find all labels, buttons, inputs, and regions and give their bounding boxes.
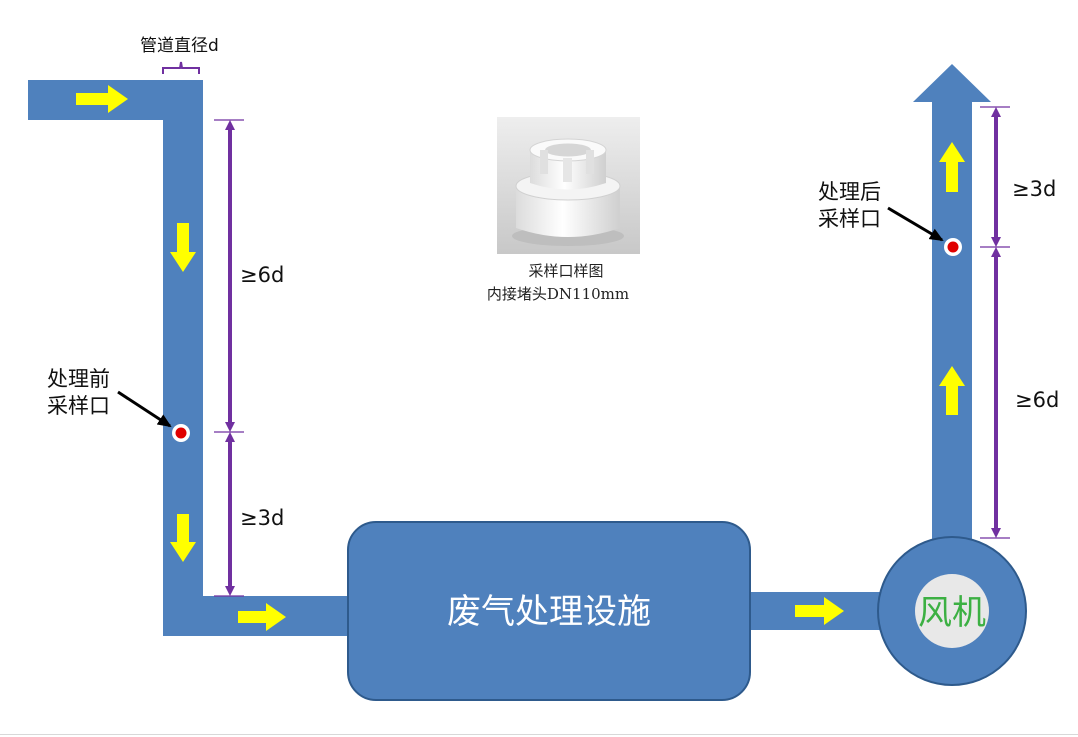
flow-arrow-up: [939, 142, 965, 192]
flow-arrow-down: [170, 223, 196, 272]
before-sampling-pointer: [117, 390, 172, 428]
dimension-left-upper-label: ≥6d: [240, 263, 284, 287]
before-sampling-label-line2: 采样口: [47, 394, 110, 418]
outlet-arrow-head: [913, 64, 991, 102]
dimension-right-upper-label: ≥3d: [1012, 177, 1056, 201]
dimension-right-lower-label: ≥6d: [1015, 388, 1059, 412]
outlet-pipe: [913, 64, 991, 545]
inlet-pipe: [28, 80, 349, 636]
fan-hub: [915, 574, 989, 648]
bottom-rule: [0, 734, 1078, 735]
flow-arrow-up: [939, 366, 965, 415]
after-sampling-dot: [947, 241, 959, 253]
sample-plug-photo: [497, 117, 640, 254]
after-sampling-label-line1: 处理后: [818, 180, 881, 204]
flow-arrow-down: [170, 514, 196, 562]
flow-arrow-right: [76, 85, 128, 113]
flow-arrows: [76, 85, 965, 631]
flow-arrow-right: [795, 597, 844, 625]
dimension-left-lower-label: ≥3d: [240, 506, 284, 530]
after-sampling-label-line2: 采样口: [818, 207, 881, 231]
sample-caption-line1: 采样口样图: [528, 262, 603, 280]
after-sampling-pointer: [887, 206, 944, 242]
flow-arrow-right: [238, 603, 286, 631]
fan-label: 风机: [918, 593, 986, 633]
pipe-diameter-bracket: [162, 61, 200, 74]
treatment-facility-label: 废气处理设施: [447, 592, 651, 632]
sample-caption-line2: 内接堵头DN110mm: [487, 285, 629, 303]
before-sampling-label-line1: 处理前: [47, 367, 110, 391]
pipe-diameter-label: 管道直径d: [140, 36, 219, 56]
fan: 风机: [877, 536, 1027, 686]
before-sampling-dot: [175, 427, 187, 439]
treatment-facility-box: [347, 521, 751, 701]
